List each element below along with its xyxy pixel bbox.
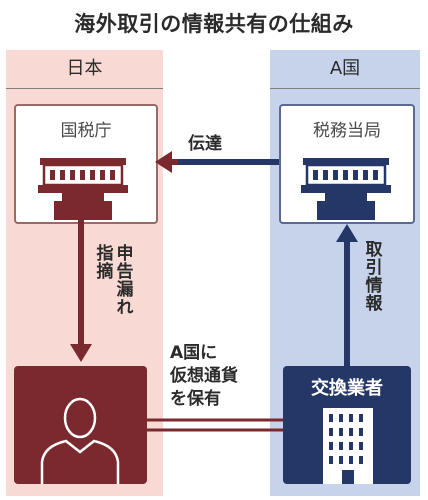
building-icon-nta xyxy=(38,158,128,220)
node-tax-authority-label: 税務当局 xyxy=(313,121,381,141)
edge-label-transfer: 伝達 xyxy=(188,134,222,154)
node-exchange-label: 交換業者 xyxy=(311,378,383,399)
region-japan-label: 日本 xyxy=(6,50,163,89)
edge-label-undeclared: 申告漏れ xyxy=(112,244,133,316)
node-nta-label: 国税庁 xyxy=(60,121,112,141)
diagram-title: 海外取引の情報共有の仕組み xyxy=(74,12,354,36)
building-icon-tax-authority xyxy=(301,158,391,220)
office-building-icon xyxy=(323,408,373,484)
connector-holds-crypto xyxy=(147,418,283,432)
edge-label-holds-crypto: A国に 仮想通貨 を保有 xyxy=(170,343,238,409)
arrow-transfer xyxy=(155,151,279,173)
region-country-a-label: A国 xyxy=(270,50,420,89)
arrow-trade-info xyxy=(336,224,358,366)
person-icon xyxy=(40,397,120,484)
edge-label-trade-info: 取引情報 xyxy=(361,240,382,312)
edge-label-pointed-out: 指摘 xyxy=(92,244,113,280)
arrow-pointed-out xyxy=(70,220,92,362)
node-person xyxy=(14,366,147,484)
